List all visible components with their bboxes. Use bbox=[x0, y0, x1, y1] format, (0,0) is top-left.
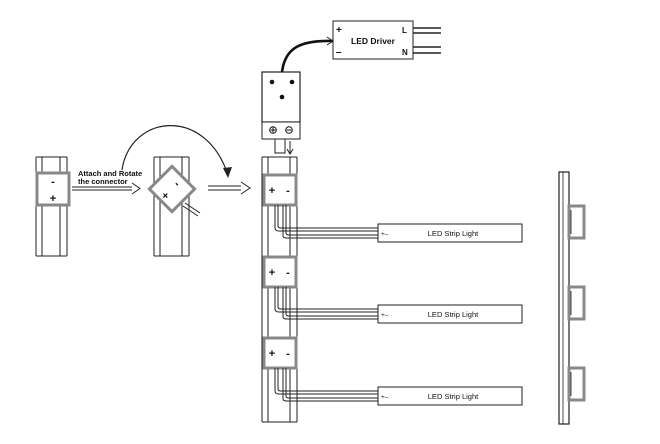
instruction-line-1: Attach and Rotate bbox=[78, 169, 142, 178]
driver-output-cable bbox=[280, 39, 334, 73]
connector-installed-1: + - bbox=[262, 173, 298, 207]
instruction-line-2: the connector bbox=[78, 177, 128, 186]
insert-down-arrow-icon bbox=[286, 148, 294, 155]
connector-step-1: - + bbox=[35, 171, 71, 207]
step-arrow-2 bbox=[208, 181, 251, 195]
connector-2-minus: - bbox=[286, 267, 290, 279]
connector-installed-3: + - bbox=[262, 336, 298, 370]
right-arrow-icon bbox=[131, 182, 141, 195]
led-driver-plus: + bbox=[336, 25, 342, 36]
connector-step-1-plus: + bbox=[50, 193, 56, 205]
connector-3-plus: + bbox=[269, 348, 275, 360]
led-strip-2-polarity: +– bbox=[381, 312, 389, 319]
attach-instruction: Attach and Rotate the connector bbox=[72, 169, 142, 195]
rail-step-1: - + bbox=[35, 156, 71, 257]
led-strip-2-label: LED Strip Light bbox=[428, 310, 479, 319]
strip-run-2: +– LED Strip Light bbox=[274, 287, 523, 324]
led-driver-line-label: L bbox=[402, 26, 407, 35]
rotate-arc-arrow bbox=[121, 125, 229, 176]
led-driver-label: LED Driver bbox=[351, 36, 396, 46]
side-connector-2 bbox=[567, 285, 586, 321]
rotate-arrowhead-icon bbox=[223, 167, 232, 178]
feed-junction-box bbox=[261, 71, 301, 155]
right-arrow-icon bbox=[240, 181, 251, 195]
led-driver-minus: – bbox=[336, 47, 342, 58]
led-strip-3-polarity: +– bbox=[381, 394, 389, 401]
led-strip-3 bbox=[377, 386, 523, 406]
led-strip-1-polarity: +– bbox=[381, 231, 389, 238]
side-connector-3 bbox=[567, 366, 586, 402]
rail-step-2: - + bbox=[147, 156, 201, 257]
strip-run-3: +– LED Strip Light bbox=[274, 368, 523, 406]
led-driver: + – LED Driver L N bbox=[280, 20, 441, 73]
led-strip-1-label: LED Strip Light bbox=[428, 229, 479, 238]
side-connector-1 bbox=[567, 204, 586, 240]
strip-run-1: +– LED Strip Light bbox=[274, 205, 523, 243]
connector-step-2-rotated: - + bbox=[147, 164, 197, 214]
led-strip-2 bbox=[377, 304, 523, 324]
connector-step-2-minus: - bbox=[171, 179, 182, 190]
led-strip-1 bbox=[377, 223, 523, 243]
led-driver-box bbox=[332, 20, 414, 60]
connector-installed-2: + - bbox=[262, 255, 298, 289]
connector-2-plus: + bbox=[269, 267, 275, 279]
connector-1-minus: - bbox=[286, 185, 290, 197]
rail-side-view bbox=[558, 171, 586, 425]
connector-3-minus: - bbox=[286, 348, 290, 360]
cable-arrow-icon bbox=[326, 36, 334, 46]
connector-1-plus: + bbox=[269, 185, 275, 197]
led-strip-3-label: LED Strip Light bbox=[428, 392, 479, 401]
led-driver-neutral-label: N bbox=[402, 48, 408, 57]
connector-step-1-minus: - bbox=[51, 176, 55, 188]
